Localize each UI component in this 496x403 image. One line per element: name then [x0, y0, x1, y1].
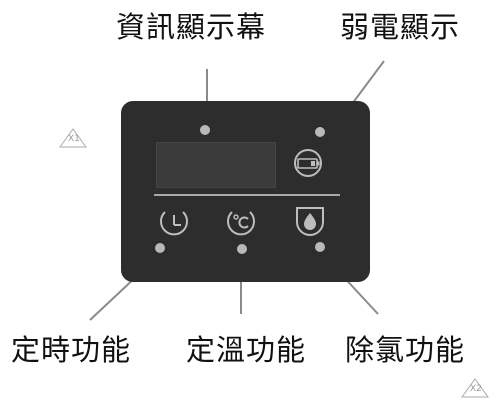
celsius-icon[interactable] — [224, 204, 258, 238]
water-drop-icon[interactable] — [293, 204, 327, 238]
clock-icon[interactable] — [157, 204, 191, 238]
temp-label: 定溫功能 — [186, 333, 307, 367]
control-panel — [121, 101, 370, 282]
indicator-dot-battery — [315, 127, 325, 137]
low-power-label: 弱電顯示 — [340, 10, 461, 44]
indicator-dot-temp — [237, 244, 247, 254]
leader-line-low-power — [351, 60, 385, 105]
indicator-dot-timer — [155, 243, 165, 253]
dechlorine-label: 除氯功能 — [345, 333, 466, 367]
panel-divider — [154, 194, 340, 196]
indicator-dot-info — [200, 125, 210, 135]
info-screen-label: 資訊顯示幕 — [116, 10, 267, 44]
indicator-dot-dechlorine — [315, 242, 325, 252]
mark-x1-text: X1 — [68, 134, 80, 144]
battery-icon[interactable] — [289, 148, 327, 178]
timer-label: 定時功能 — [11, 333, 132, 367]
mark-x2-text: X2 — [470, 384, 482, 394]
triangle-icon — [461, 378, 489, 398]
triangle-icon — [59, 128, 87, 148]
mark-x2: X2 — [460, 378, 490, 401]
info-display-screen — [156, 142, 276, 188]
mark-x1: X1 — [58, 128, 88, 151]
